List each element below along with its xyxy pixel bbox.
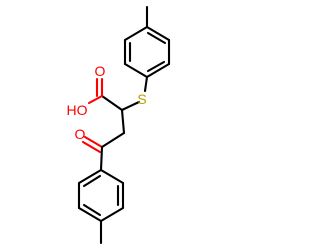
alpha-to-carboxyl-carbon-bond — [100, 94, 124, 112]
lower-ring-double-bond — [82, 174, 102, 188]
ketone-oxygen-label: O — [75, 126, 86, 142]
lower-ring-bond — [99, 168, 125, 185]
ketone-carbonyl-bond — [83, 135, 104, 149]
lower-ring-bond — [77, 168, 103, 185]
upper-ring-bond — [145, 25, 171, 42]
hydroxyl-label: HO — [67, 102, 88, 118]
upper-ring-bond — [123, 62, 149, 79]
sulfur-atom-label: S — [137, 91, 146, 107]
lower-ring-bond — [77, 206, 103, 223]
acid-carbonyl-oxygen-label: O — [95, 63, 106, 79]
carboxyl-hydroxyl-bond — [87, 94, 104, 105]
ketone-to-ring-bond — [99, 145, 104, 172]
upper-ring-double-bond — [146, 60, 166, 73]
ring-to-sulfur-bond — [143, 75, 149, 93]
upper-tolyl-ring — [123, 5, 171, 79]
sulfur-to-alpha-carbon-bond — [120, 100, 141, 112]
upper-ring-double-bond — [146, 31, 167, 45]
lower-tolyl-ring — [77, 168, 125, 245]
methylene-to-ketone-carbon-bond — [100, 131, 126, 149]
ketone-carbonyl-double-bond — [81, 140, 102, 154]
lower-ring-double-bond — [82, 203, 102, 217]
chemical-structure-diagram: S O HO O — [67, 5, 171, 245]
lower-ring-bond — [99, 206, 125, 223]
alpha-to-methylene-bond — [120, 108, 126, 135]
upper-ring-bond — [123, 25, 149, 42]
upper-ring-bond — [145, 62, 171, 79]
